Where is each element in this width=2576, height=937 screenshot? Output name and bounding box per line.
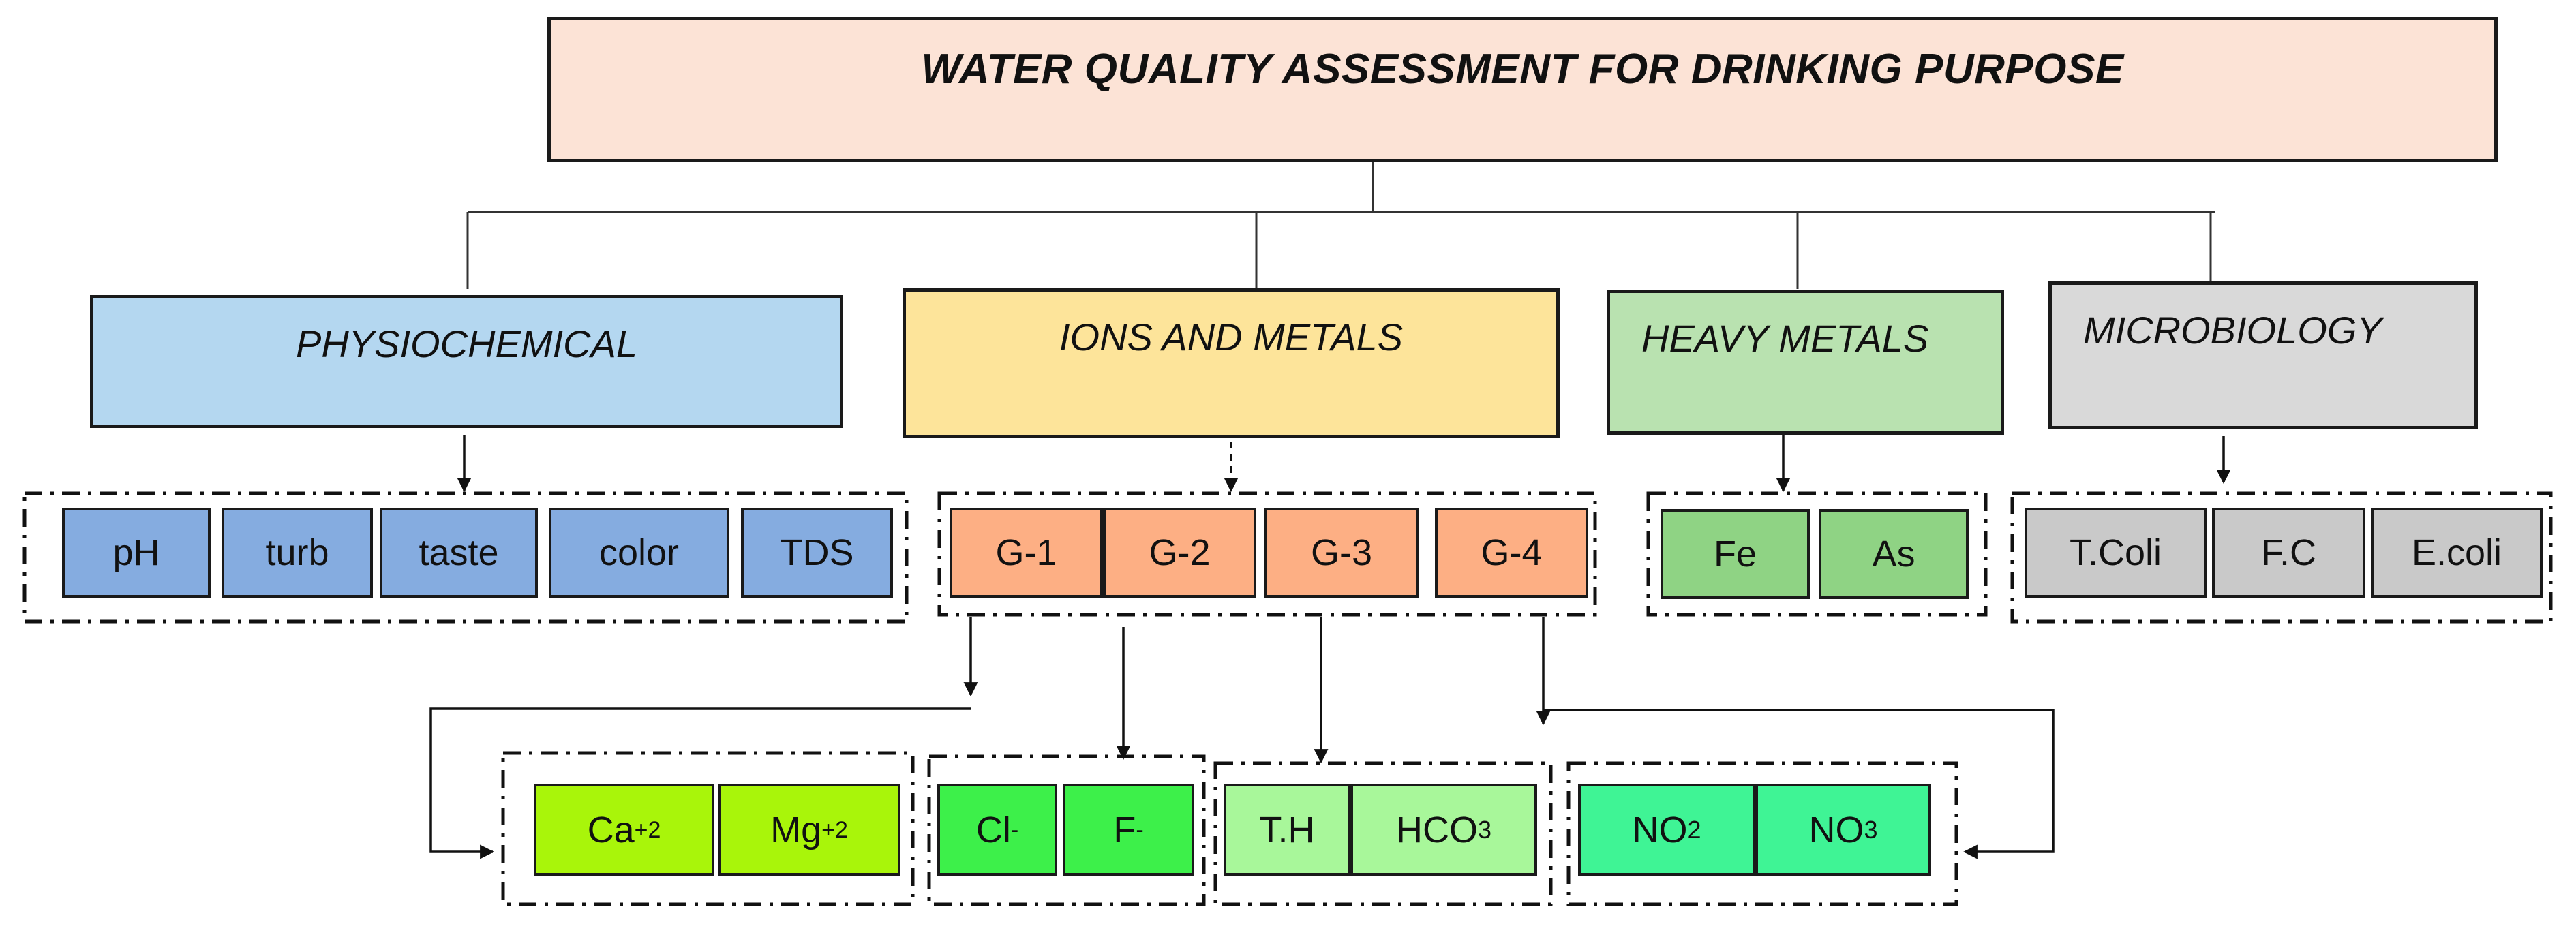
- arrow-g4-route: [1543, 709, 2055, 859]
- item-turbidity: turb: [222, 508, 373, 598]
- ion-total-hardness: T.H: [1224, 784, 1350, 876]
- frame-group-1: [501, 751, 915, 906]
- ion-magnesium: Mg+2: [718, 784, 900, 876]
- category-micro-label: MICROBIOLOGY: [2083, 309, 2382, 352]
- category-ions-label: IONS AND METALS: [1059, 316, 1404, 358]
- ion-chloride: Cl-: [937, 784, 1057, 876]
- ion-group-3: G-3: [1264, 508, 1419, 598]
- item-iron: Fe: [1661, 509, 1810, 599]
- arrows: [429, 433, 2231, 859]
- item-arsenic: As: [1819, 509, 1969, 599]
- ion-calcium: Ca+2: [534, 784, 714, 876]
- category-physiochemical-label: PHYSIOCHEMICAL: [296, 322, 637, 365]
- frame-group-3: [1213, 761, 1553, 906]
- item-taste: taste: [380, 508, 538, 598]
- ion-fluoride: F-: [1063, 784, 1194, 876]
- ion-group-1: G-1: [950, 508, 1103, 598]
- category-microbiology: MICROBIOLOGY: [2048, 281, 2478, 429]
- item-fecal-coliform: F.C: [2212, 508, 2365, 598]
- frame-ion-groups: [937, 491, 1597, 617]
- category-physiochemical: PHYSIOCHEMICAL: [90, 295, 843, 428]
- group-frames: [22, 491, 2553, 906]
- ion-group-4: G-4: [1435, 508, 1588, 598]
- tree-lines: [466, 162, 2215, 289]
- frame-microbiology: [2010, 491, 2553, 624]
- title-box: WATER QUALITY ASSESSMENT FOR DRINKING PU…: [547, 17, 2498, 162]
- frame-group-4: [1566, 761, 1958, 906]
- ion-group-2: G-2: [1103, 508, 1256, 598]
- item-tds: TDS: [741, 508, 893, 598]
- frame-group-2: [927, 754, 1206, 906]
- item-e-coli: E.coli: [2371, 508, 2543, 598]
- item-total-coliform: T.Coli: [2025, 508, 2207, 598]
- item-color: color: [549, 508, 729, 598]
- category-heavy-metals: HEAVY METALS: [1607, 290, 2004, 435]
- category-ions-and-metals: IONS AND METALS: [903, 288, 1560, 438]
- arrow-g1-route: [429, 707, 971, 859]
- diagram-title: WATER QUALITY ASSESSMENT FOR DRINKING PU…: [921, 46, 2124, 93]
- item-ph: pH: [62, 508, 211, 598]
- category-heavy-label: HEAVY METALS: [1641, 317, 1929, 360]
- frame-heavy-metals: [1646, 491, 1988, 617]
- frame-physiochemical: [22, 491, 909, 624]
